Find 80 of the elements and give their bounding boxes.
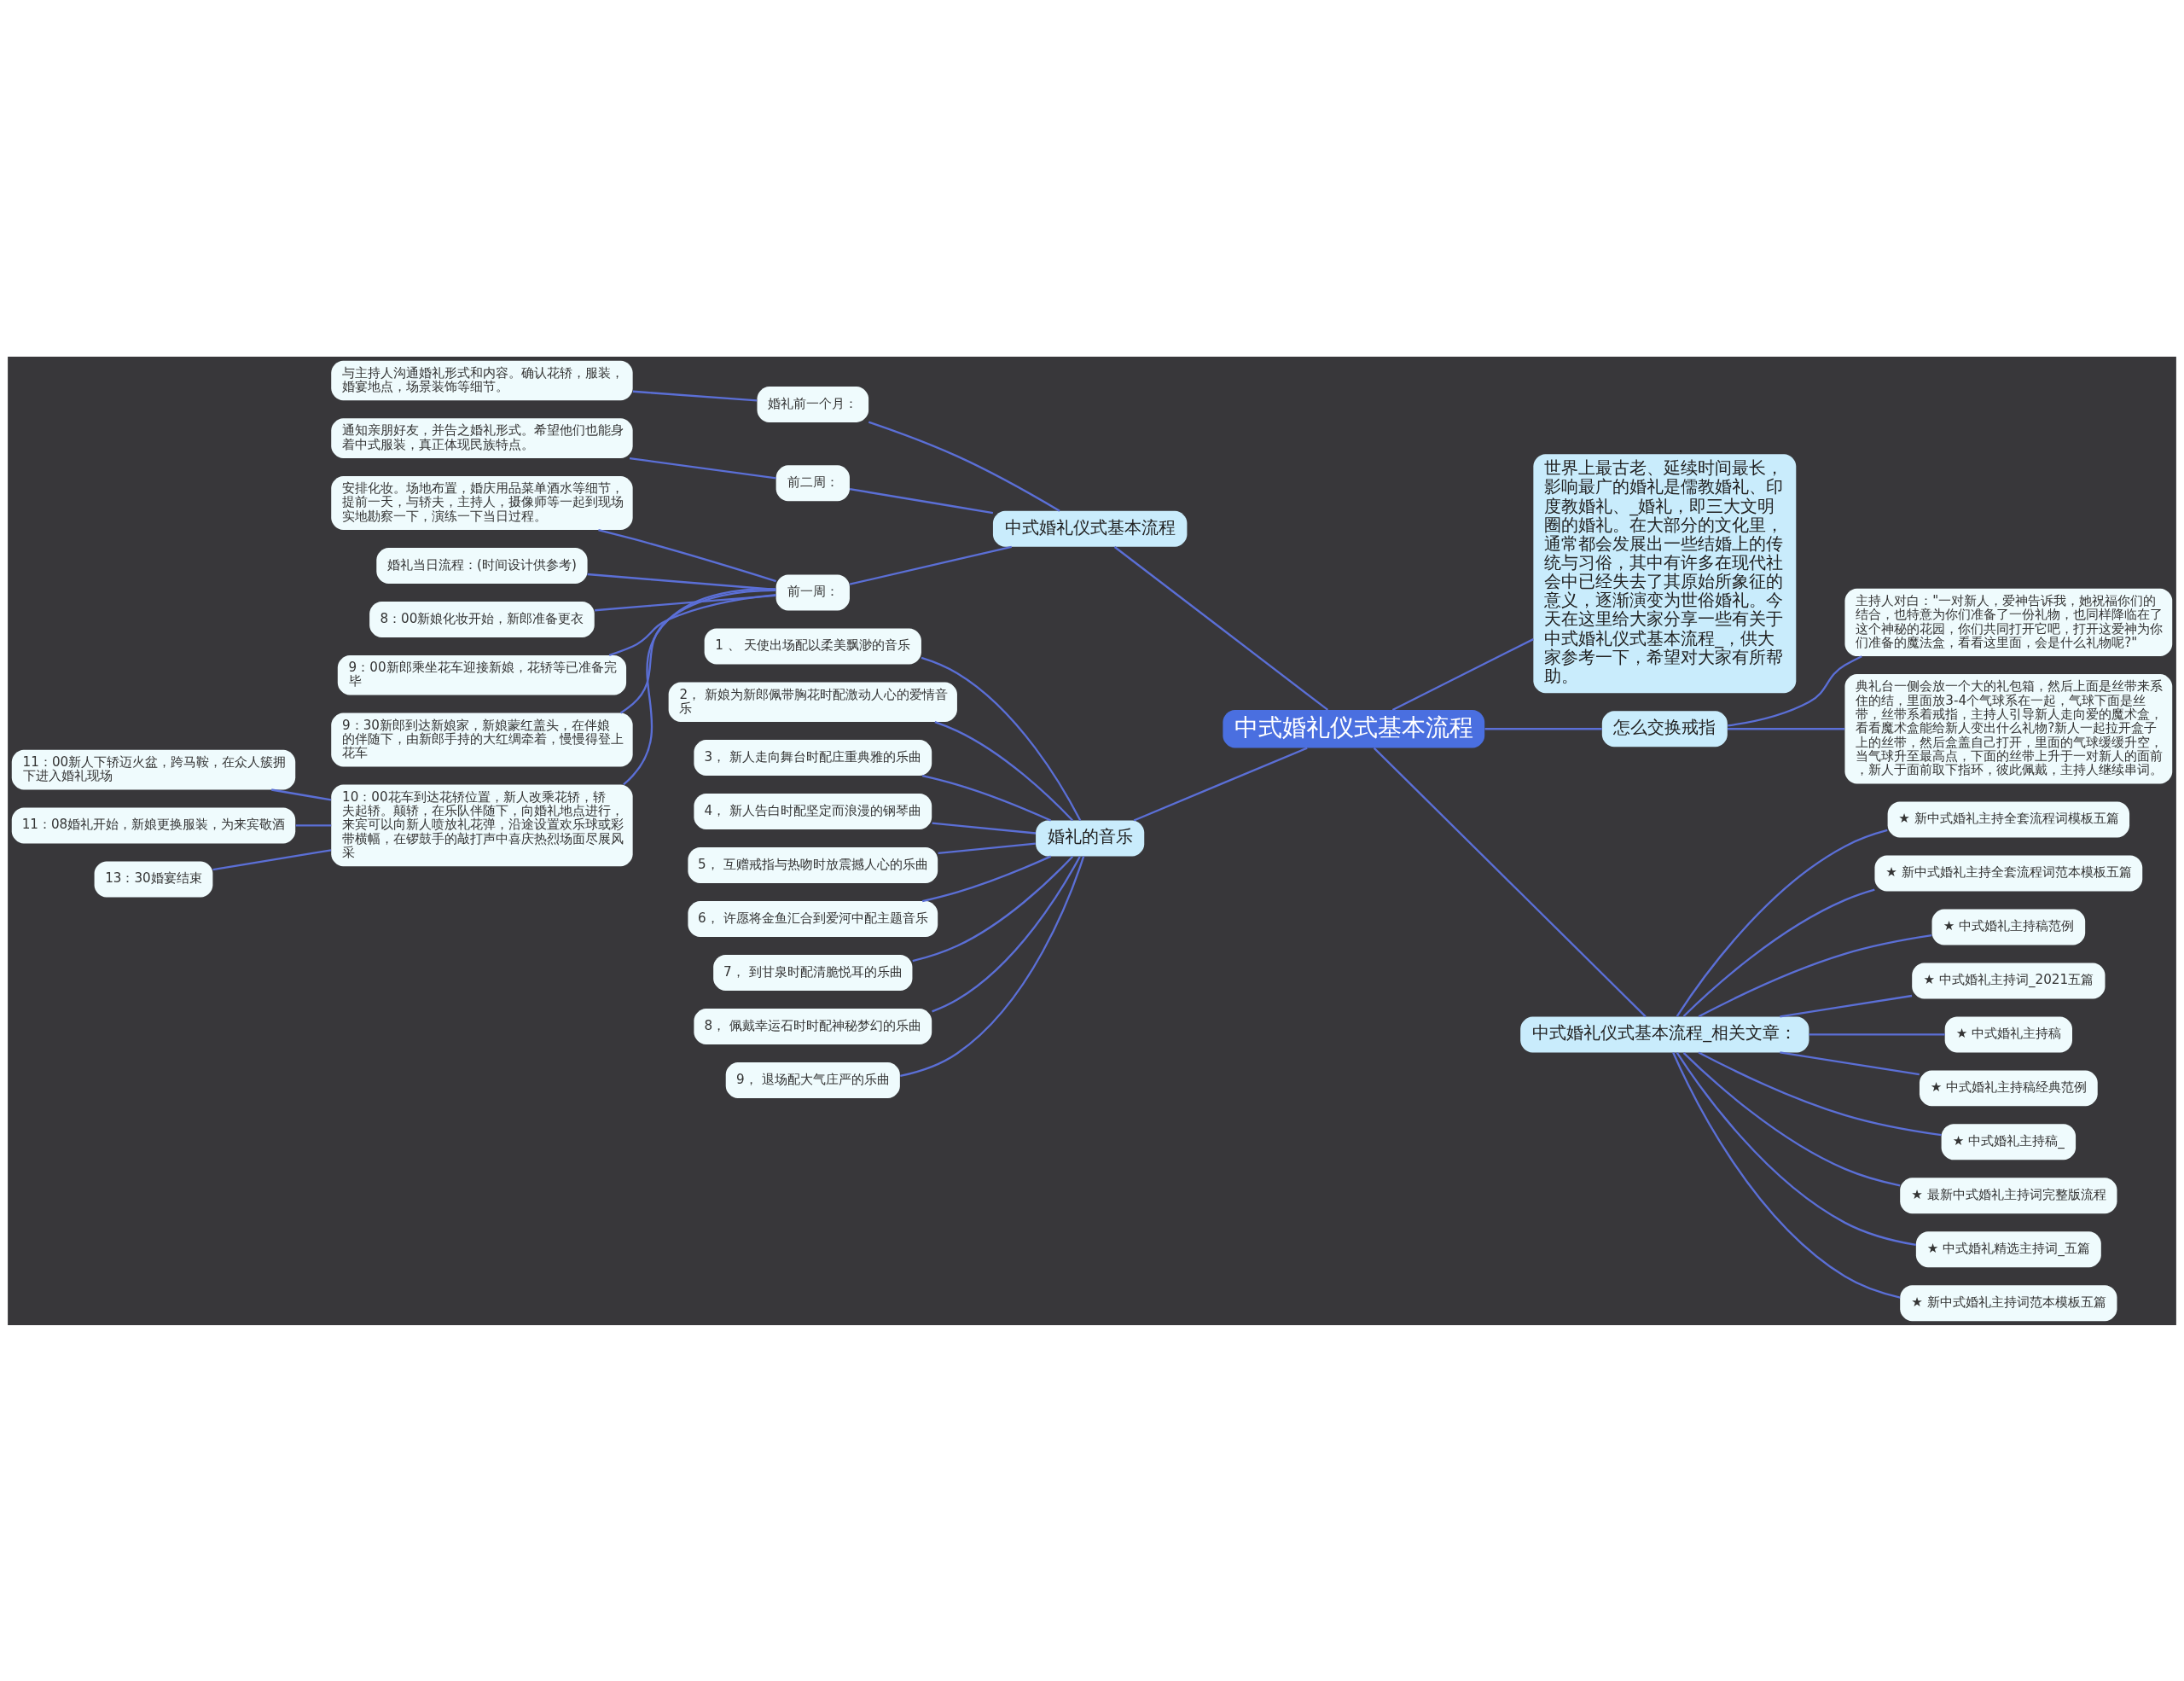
connector bbox=[1682, 888, 1875, 1017]
node-box: 4， 新人告白时配坚定而浪漫的钢琴曲 bbox=[694, 793, 932, 829]
connector bbox=[1391, 637, 1534, 711]
connector bbox=[1676, 829, 1888, 1017]
connector bbox=[932, 821, 1037, 835]
node-box: 与主持人沟通婚礼形式和内容。确认花轿，服装，婚宴地点，场景装饰等细节。 bbox=[331, 360, 633, 400]
node-box: ★ 新中式婚礼主持词范本模板五篇 bbox=[1900, 1284, 2117, 1321]
connector bbox=[1484, 727, 1602, 730]
node-box: 7， 到甘泉时配清脆悦耳的乐曲 bbox=[713, 954, 913, 991]
node-box: 婚礼的音乐 bbox=[1036, 820, 1145, 857]
connector bbox=[921, 774, 1052, 822]
node-box: 9， 退场配大气庄严的乐曲 bbox=[725, 1062, 900, 1098]
connector bbox=[868, 420, 1060, 512]
connector bbox=[1113, 545, 1329, 711]
connector bbox=[295, 823, 332, 827]
node-box: 3， 新人走向舞台时配庄重典雅的乐曲 bbox=[694, 739, 932, 776]
connector bbox=[921, 855, 1052, 902]
node-box: ★ 新中式婚礼主持全套流程词范本模板五篇 bbox=[1874, 854, 2143, 891]
connector bbox=[849, 545, 1013, 585]
node-box: 8， 佩戴幸运石时时配神秘梦幻的乐曲 bbox=[694, 1008, 932, 1044]
connector bbox=[595, 594, 776, 611]
node-box: 婚礼当日流程：(时间设计供参考) bbox=[376, 547, 588, 584]
connector bbox=[849, 487, 994, 514]
node-box: 9：00新郎乘坐花车迎接新娘，花轿等已准备完毕 bbox=[337, 654, 627, 695]
node-box: 中式婚礼仪式基本流程 bbox=[992, 510, 1188, 547]
node-box: 6， 许愿将金鱼汇合到爱河中配主题音乐 bbox=[688, 900, 938, 937]
connector bbox=[632, 390, 758, 401]
connector bbox=[1133, 747, 1308, 822]
node-box: ★ 中式婚礼主持稿 bbox=[1944, 1015, 2072, 1052]
node-box: 1 、 天使出场配以柔美飘渺的音乐 bbox=[704, 627, 921, 664]
node-box: ★ 中式婚礼主持稿_ bbox=[1941, 1123, 2077, 1160]
node-box: 前一周： bbox=[775, 573, 850, 610]
node-box: 5， 互赠戒指与热吻时放震撼人心的乐曲 bbox=[688, 846, 938, 883]
connector bbox=[1676, 1051, 1916, 1246]
node-box: ★ 新中式婚礼主持全套流程词模板五篇 bbox=[1887, 800, 2130, 837]
connector bbox=[1682, 1051, 1901, 1186]
connector bbox=[932, 855, 1081, 1012]
connector bbox=[934, 720, 1074, 821]
connector bbox=[1698, 1050, 1942, 1136]
connector bbox=[912, 855, 1074, 962]
node-box: 11：08婚礼开始，新娘更换服装，为来宾敬酒 bbox=[11, 806, 296, 843]
connector bbox=[900, 855, 1085, 1077]
connector bbox=[629, 457, 776, 480]
node-box: 世界上最古老、延续时间最长，影响最广的婚礼是儒教婚礼、印度教婚礼、_婚礼，即三大文明圈的婚礼。在大部分的文化里，通常都会发展出一些结婚上的传统与习俗，其中有许多在现代社会中已经失去了其原始所象征的意义，逐渐演变为世俗婚礼。今天在这里给大家分享一些有关于中式婚礼仪式基本流程_，供大家参考一下，希望对大家有所帮助。 bbox=[1533, 453, 1797, 693]
node-box: 通知亲朋好友，并告之婚礼形式。希望他们也能身着中式服装，真正体现民族特点。 bbox=[331, 417, 633, 458]
node-box: ★ 中式婚礼主持稿范例 bbox=[1931, 908, 2086, 945]
node-box: 13：30婚宴结束 bbox=[94, 860, 213, 897]
connector bbox=[1780, 1050, 1920, 1075]
node-box: 主持人对白："一对新人，爱神告诉我，她祝福你们的结合，也特意为你们准备了一份礼物，也同样降临在了这个神秘的花园，你们共同打开它吧，打开这爱神为你们准备的魔法盒，看看这里面，会是什么礼物呢?" bbox=[1844, 588, 2173, 656]
node-box: 安排化妆。场地布置，婚庆用品菜单酒水等细节，提前一天，与轿夫，主持人，摄像师等一起到现场实地勘察一下，演练一下当日过程。 bbox=[331, 475, 633, 530]
connector bbox=[1809, 1032, 1945, 1036]
connector bbox=[1672, 1051, 1901, 1299]
node-box: ★ 最新中式婚礼主持词完整版流程 bbox=[1900, 1177, 2117, 1213]
node-box: 婚礼前一个月： bbox=[757, 386, 869, 422]
node-box: 中式婚礼仪式基本流程 bbox=[1223, 709, 1485, 747]
connector bbox=[212, 848, 332, 870]
node-box: 11：00新人下轿迈火盆，跨马鞍，在众人簇拥下进入婚礼现场 bbox=[11, 749, 296, 789]
node-box: 8：00新娘化妆开始，新郎准备更衣 bbox=[369, 601, 595, 637]
connector bbox=[938, 842, 1036, 854]
node-box: ★ 中式婚礼主持词_2021五篇 bbox=[1912, 962, 2106, 998]
connector bbox=[1728, 727, 1845, 730]
connector bbox=[1373, 747, 1647, 1017]
connector bbox=[1780, 994, 1913, 1017]
connector bbox=[620, 589, 776, 713]
node-box: ★ 中式婚礼精选主持词_五篇 bbox=[1915, 1230, 2101, 1267]
node-box: 怎么交换戒指 bbox=[1601, 710, 1728, 747]
connector bbox=[598, 528, 776, 582]
node-box: 9：30新郎到达新娘家，新娘蒙红盖头，在伴娘的伴随下，由新郎手持的大红绸牵着，慢慢得登上花车 bbox=[331, 713, 633, 767]
connector bbox=[608, 593, 776, 656]
node-box: 10：00花车到达花轿位置，新人改乘花轿，轿夫起轿。颠轿，在乐队伴随下，向婚礼地点进行，来宾可以向新人喷放礼花弹，沿途设置欢乐球或彩带横幅，在锣鼓手的敲打声中喜庆热烈场面尽展风采 bbox=[331, 784, 633, 866]
node-box: 典礼台一侧会放一个大的礼包箱，然后上面是丝带来系住的结，里面放3-4个气球系在一起，气球下面是丝带，丝带系着戒指，主持人引导新人走向爱的魔术盒，看看魔术盒能给新人变出什么礼物?新人一起拉开盒子上的丝带，然后盒盖自己打开，里面的气球缓缓升空，当气球升至最高点，下面的丝带上升于一对新人的面前，新人于面前取下指环，彼此佩戴，主持人继续串词。 bbox=[1844, 673, 2173, 783]
node-box: 前二周： bbox=[775, 464, 850, 501]
node-box: 中式婚礼仪式基本流程_相关文章： bbox=[1520, 1015, 1809, 1052]
connector bbox=[921, 656, 1082, 821]
connector bbox=[623, 587, 776, 785]
node-box: 2， 新娘为新郎佩带胸花时配激动人心的爱情音乐 bbox=[668, 681, 957, 722]
connector bbox=[1728, 654, 1862, 727]
node-box: ★ 中式婚礼主持稿经典范例 bbox=[1919, 1069, 2098, 1106]
connector bbox=[1698, 934, 1932, 1017]
connector bbox=[271, 788, 332, 801]
